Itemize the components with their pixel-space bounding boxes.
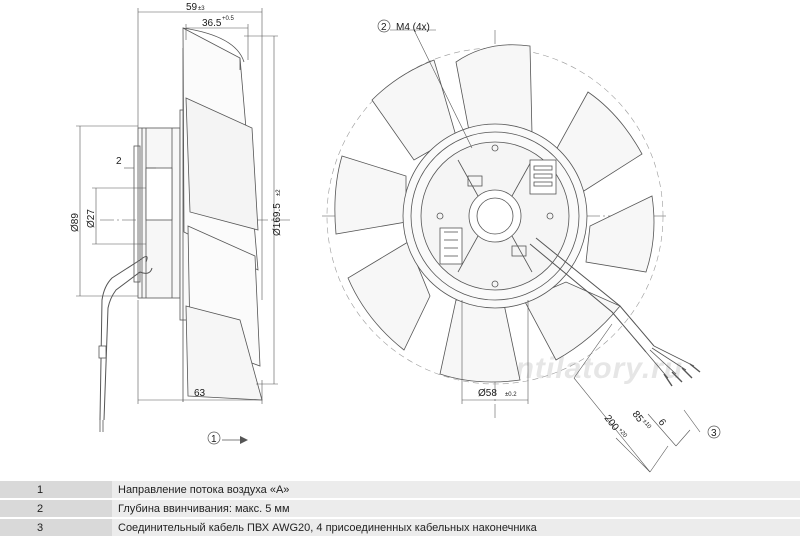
dim-cable-85-tol: ±10 <box>641 419 652 431</box>
legend-number: 1 <box>0 481 112 500</box>
front-view-dimensions <box>390 29 701 473</box>
legend-text: Направление потока воздуха «A» <box>112 481 800 500</box>
dim-width-36-5-tol: +0.5 <box>222 16 235 22</box>
dim-dia-89: Ø89 <box>70 213 81 232</box>
dim-width-63: 63 <box>194 388 206 399</box>
legend-number: 2 <box>0 499 112 519</box>
legend-text: Соединительный кабель ПВХ AWG20, 4 присо… <box>112 518 800 538</box>
front-view <box>322 30 701 420</box>
legend-table: 1 Направление потока воздуха «A» 2 Глуби… <box>0 481 800 538</box>
fan-technical-drawing: Ventilatory.ru <box>70 2 721 473</box>
dim-width-59: 59 <box>186 2 198 13</box>
dim-dia-169-5-tol: ±2 <box>276 189 282 196</box>
legend-row: 2 Глубина ввинчивания: макс. 5 мм <box>0 499 800 519</box>
dim-cable-200-tol: +20 <box>617 427 628 439</box>
legend-number: 3 <box>0 518 112 538</box>
dim-screw-m4: M4 (4x) <box>396 22 430 33</box>
side-view-dimensions <box>76 8 278 404</box>
dim-dia-58-tol: ±0.2 <box>505 392 517 398</box>
dim-dia-58: Ø58 <box>478 388 497 399</box>
side-view-labels: 59 ±3 36.5 +0.5 2 63 Ø89 Ø27 Ø169.5 ±2 <box>70 2 283 399</box>
callout-1: 1 <box>207 431 248 445</box>
dim-width-36-5: 36.5 <box>202 18 222 29</box>
callout-3-label: 3 <box>711 428 717 439</box>
dim-gap-2: 2 <box>116 156 122 167</box>
legend-row: 1 Направление потока воздуха «A» <box>0 481 800 500</box>
callout-1-label: 1 <box>211 434 217 445</box>
dim-dia-27: Ø27 <box>86 209 97 228</box>
dim-width-59-tol: ±3 <box>198 6 205 12</box>
legend-row: 3 Соединительный кабель ПВХ AWG20, 4 при… <box>0 518 800 538</box>
dim-cable-6: 6 <box>656 417 668 429</box>
dim-dia-169-5: Ø169.5 <box>272 203 283 236</box>
callout-2-label: 2 <box>381 22 387 33</box>
legend-text: Глубина ввинчивания: макс. 5 мм <box>112 499 800 519</box>
side-view <box>98 27 290 432</box>
